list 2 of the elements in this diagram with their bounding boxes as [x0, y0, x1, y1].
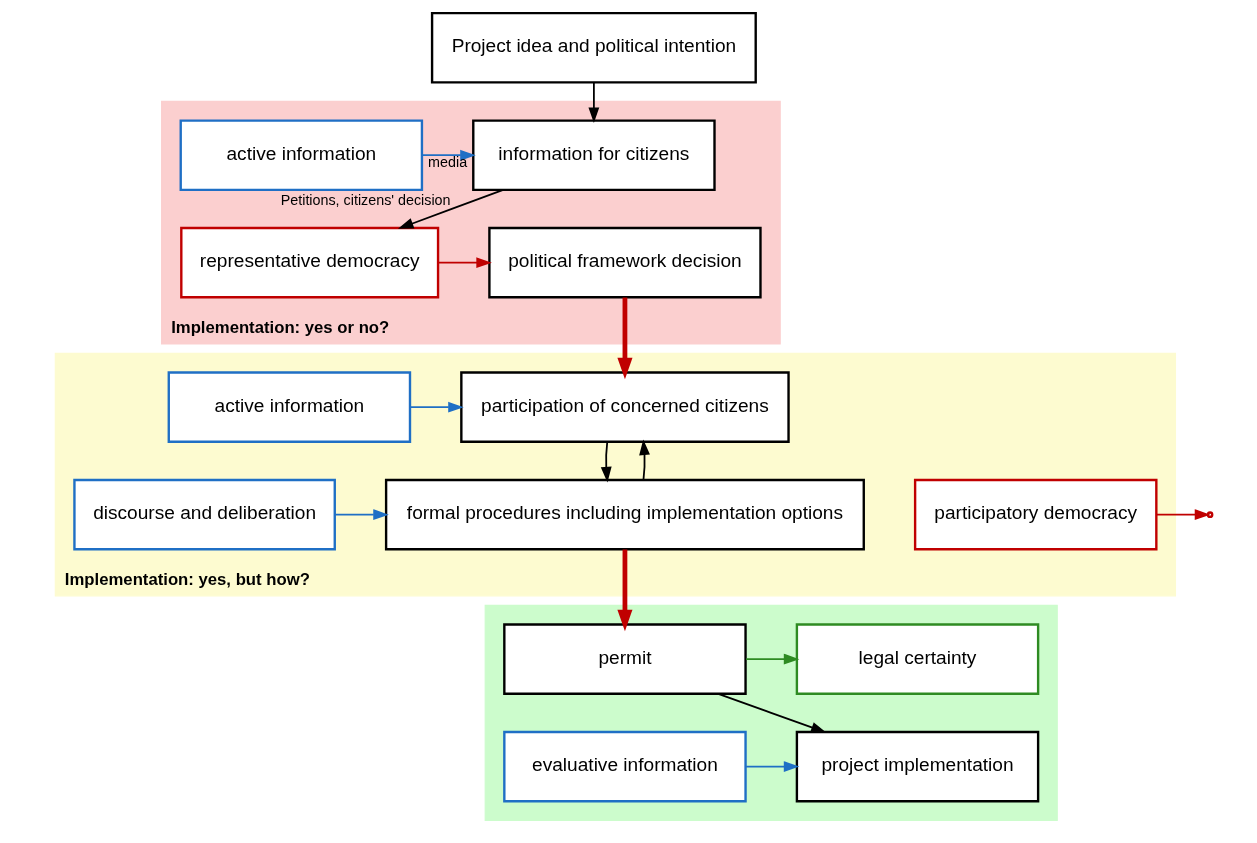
- edge-label: Petitions, citizens' decision: [280, 191, 451, 208]
- edge-label: media: [427, 153, 467, 170]
